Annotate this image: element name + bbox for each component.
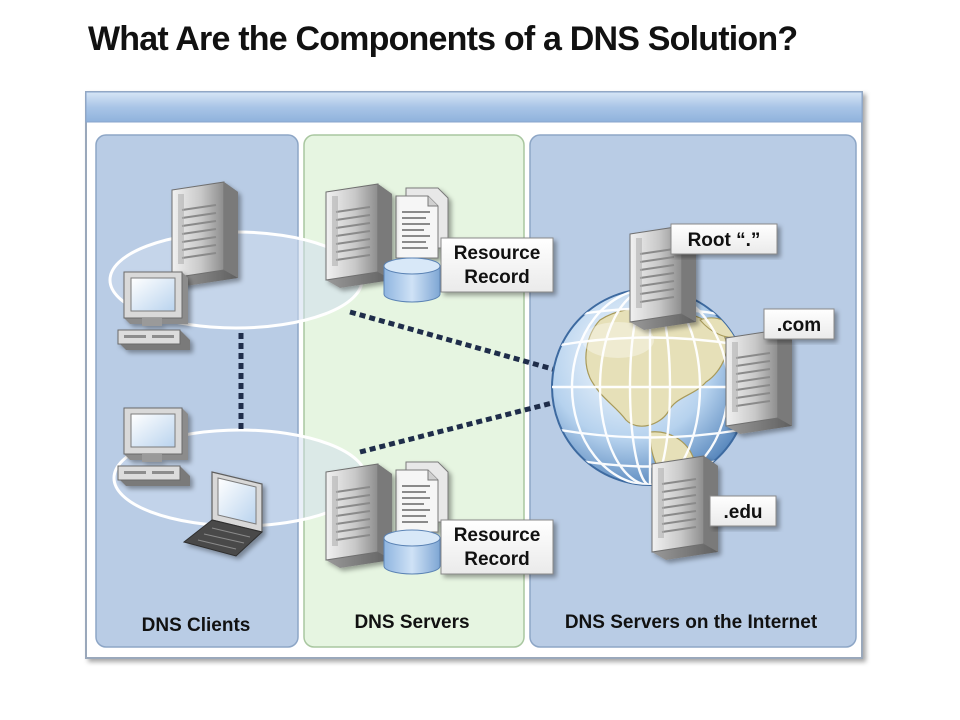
globe-icon (551, 288, 749, 486)
internet-servers-caption: DNS Servers on the Internet (565, 612, 818, 633)
database-top-icon (383, 257, 441, 303)
root-label: Root “.” (670, 223, 778, 255)
resource-record-bottom-line1: Resource (454, 525, 541, 546)
bottom-server-internet-link (359, 399, 557, 455)
edu-label: .edu (709, 495, 777, 527)
resource-record-top-label: Resource Record (440, 237, 554, 293)
records-document-bottom-icon (395, 461, 449, 533)
root-label-text: Root “.” (688, 230, 761, 251)
com-label: .com (763, 308, 835, 340)
top-server-internet-link (349, 309, 557, 373)
com-server-icon (725, 329, 793, 435)
slide-title: What Are the Components of a DNS Solutio… (88, 20, 798, 58)
resource-record-top-line2: Record (464, 267, 529, 288)
dns-server-top-icon (325, 183, 393, 289)
dns-clients-caption: DNS Clients (142, 615, 251, 636)
client-desktop-bottom-icon (117, 407, 191, 487)
connections (238, 309, 557, 455)
records-document-top-icon (395, 187, 449, 259)
dns-servers-caption: DNS Servers (354, 612, 469, 633)
resource-record-bottom-line2: Record (464, 549, 529, 570)
resource-record-top-line1: Resource (454, 243, 541, 264)
dns-server-bottom-icon (325, 463, 393, 569)
resource-record-bottom-label: Resource Record (440, 519, 554, 575)
frame-header-bar (85, 91, 863, 123)
client-desktop-top-icon (117, 271, 191, 351)
edu-label-text: .edu (723, 502, 762, 523)
client-server-icon (171, 181, 239, 287)
database-bottom-icon (383, 529, 441, 575)
laptop-icon (182, 471, 264, 557)
edu-server-icon (651, 455, 719, 561)
com-label-text: .com (777, 315, 821, 336)
